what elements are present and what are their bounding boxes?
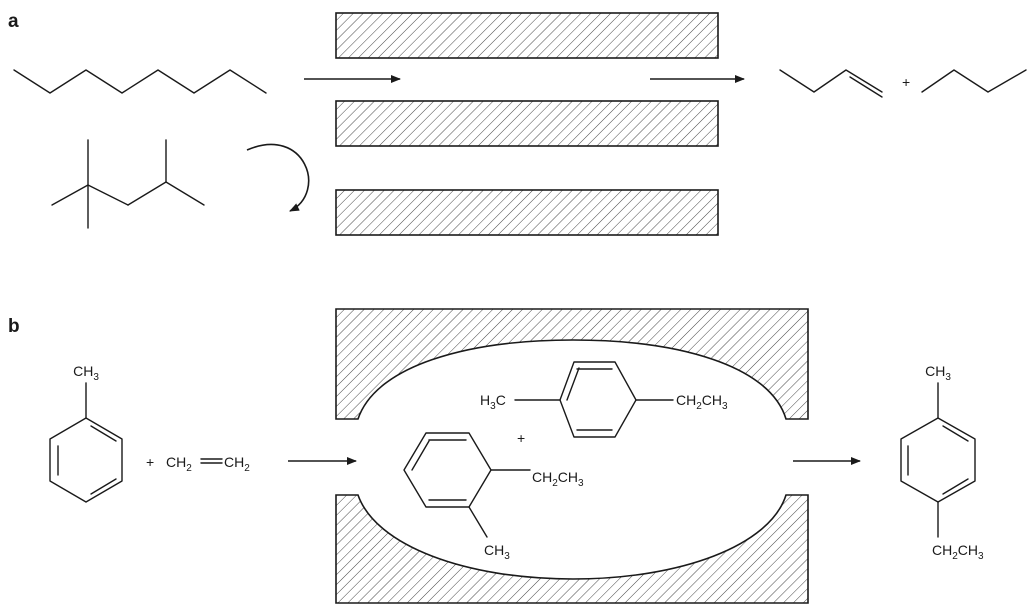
para-ethyl-label: CH2CH3	[676, 392, 728, 412]
product-ethyl-label: CH2CH3	[932, 542, 984, 562]
n-octane-molecule	[13, 69, 267, 94]
rejection-curved-arrow	[246, 143, 310, 212]
toluene-methyl-label: CH3	[73, 363, 99, 383]
toluene-molecule: CH3	[49, 363, 123, 503]
cage-wall-top	[335, 308, 809, 420]
panel-a: a +	[8, 11, 1027, 236]
panel-a-label: a	[8, 11, 19, 32]
panel-b: b CH3 + CH2 CH2	[8, 308, 984, 604]
panel-b-label: b	[8, 316, 20, 337]
butane-molecule	[921, 69, 1027, 93]
pore-wall-bottom	[335, 189, 719, 236]
panel-a-plus-sign: +	[902, 74, 910, 90]
para-ethyltoluene-product: CH3 CH2CH3	[900, 363, 984, 562]
cage-plus-sign: +	[517, 430, 525, 446]
ortho-methyl-label: CH3	[484, 542, 510, 562]
para-ethyltoluene-in-cage: H3C CH2CH3	[480, 361, 728, 438]
ethylene-ch2-right: CH2	[224, 454, 250, 474]
ortho-ethyl-label: CH2CH3	[532, 469, 584, 489]
ortho-ethyltoluene-in-cage: CH2CH3 CH3	[403, 432, 584, 562]
cage-wall-bottom	[335, 494, 809, 604]
butene-molecule	[779, 69, 883, 98]
pore-wall-top	[335, 12, 719, 59]
product-methyl-label: CH3	[925, 363, 951, 383]
iso-octane-molecule	[51, 139, 205, 229]
pore-wall-middle	[335, 100, 719, 147]
para-methyl-label: H3C	[480, 392, 506, 412]
ethylene-ch2-left: CH2	[166, 454, 192, 474]
reagent-plus-sign: +	[146, 454, 154, 470]
ethylene-molecule: CH2 CH2	[166, 454, 250, 474]
